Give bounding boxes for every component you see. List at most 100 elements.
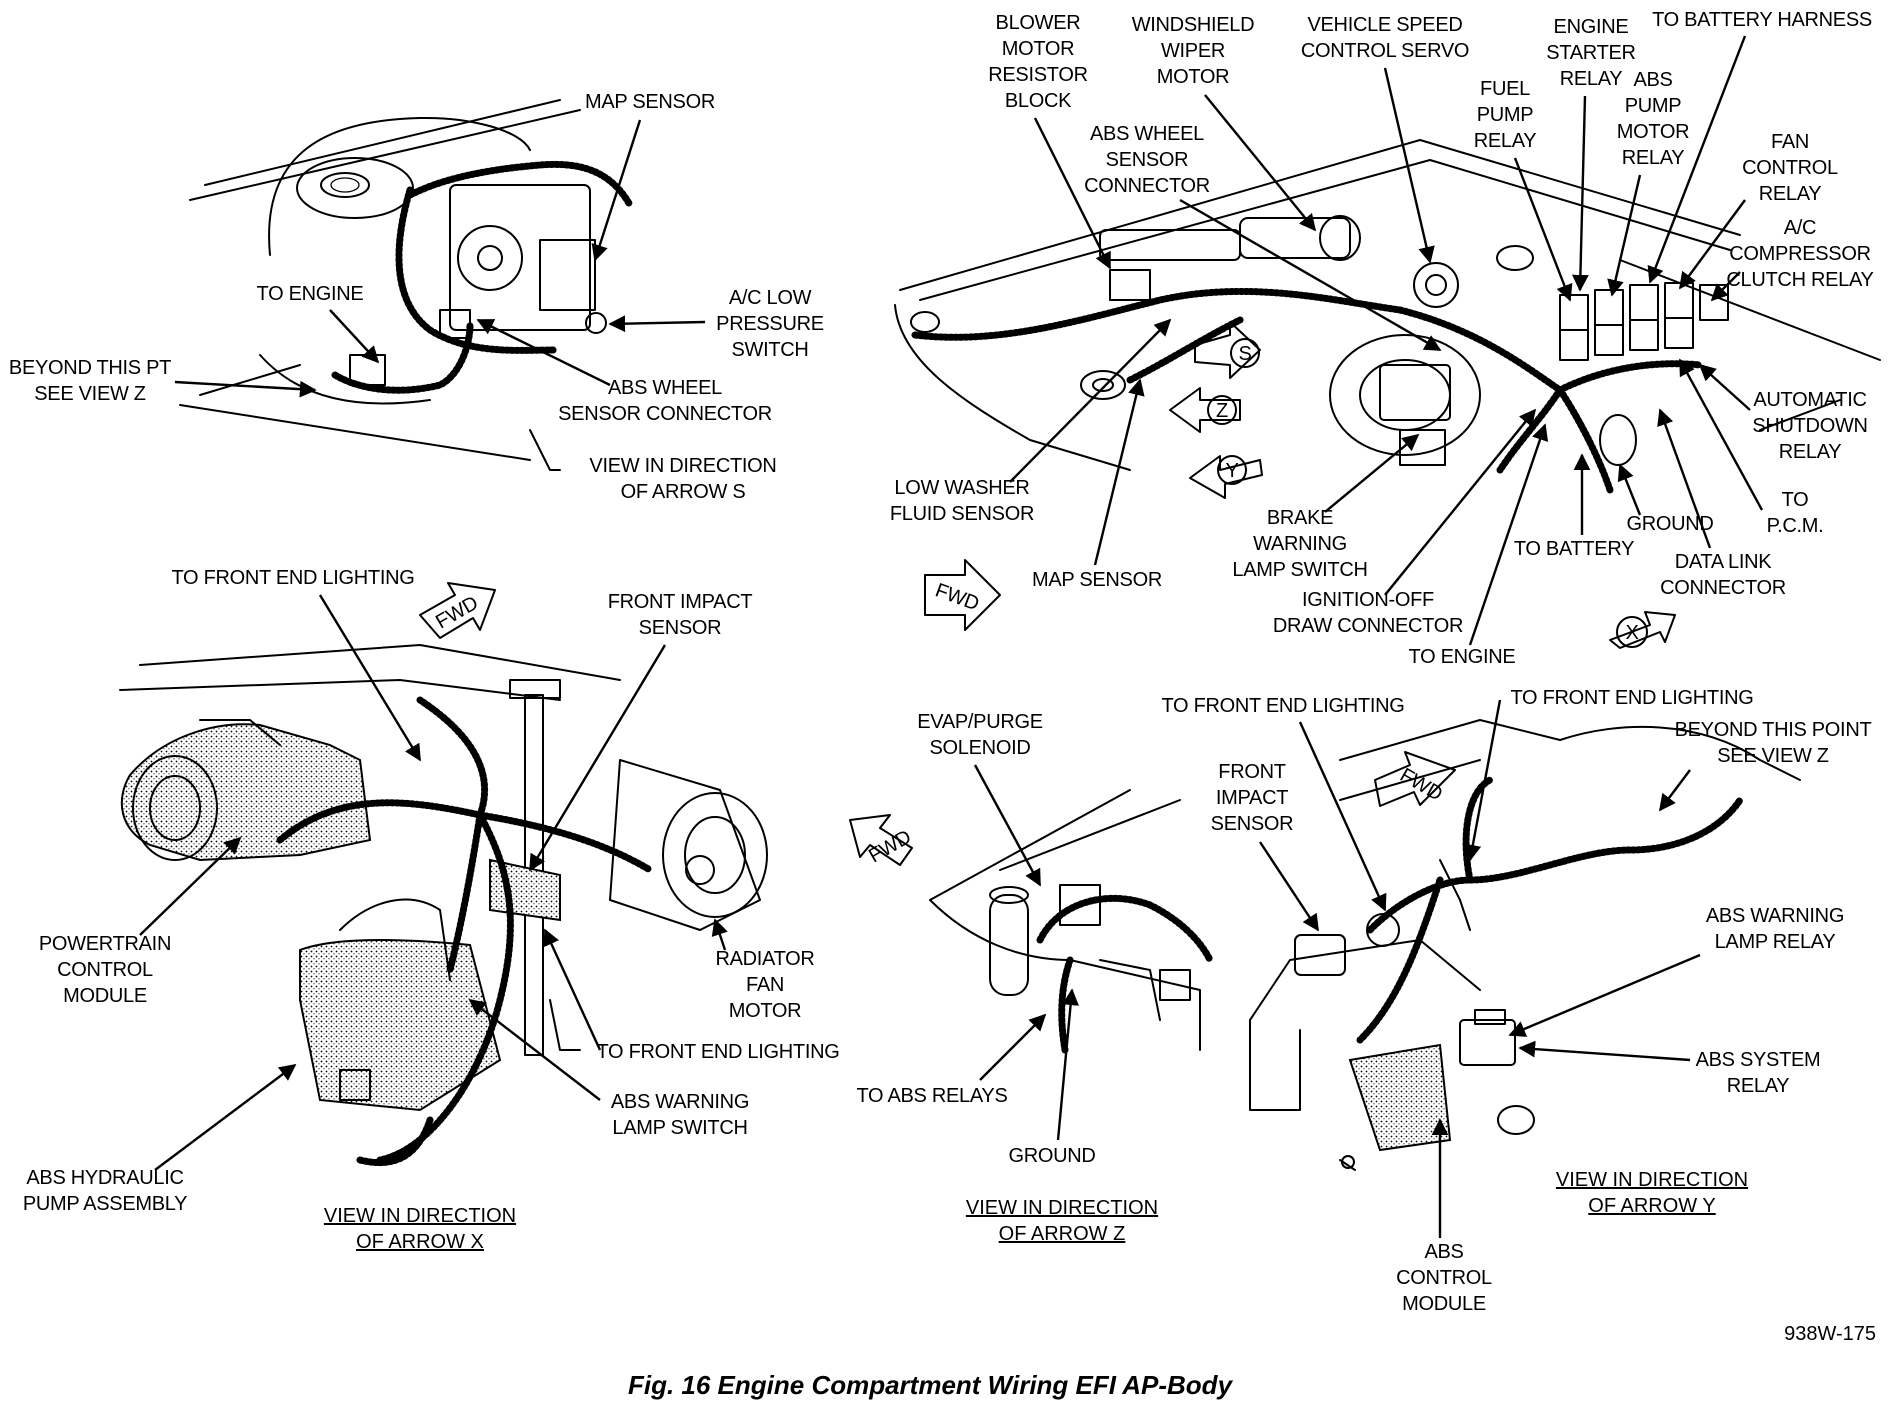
label-ac-comp-2: COMPRESSOR: [1729, 243, 1870, 265]
label-washer-1: LOW WASHER: [894, 477, 1029, 499]
label-fuel-2: PUMP: [1477, 104, 1534, 126]
label-asd-3: RELAY: [1779, 441, 1842, 463]
fwd-arrow-x: FWD: [419, 582, 496, 639]
label-abs-pump-1: ABS: [1633, 69, 1672, 91]
label-evap-1: EVAP/PURGE: [917, 711, 1043, 733]
view-y-title-1: VIEW IN DIRECTION: [1556, 1169, 1748, 1191]
label-fan-3: RELAY: [1759, 183, 1822, 205]
view-s-title-2: OF ARROW S: [621, 481, 746, 503]
label-ac-low-2: PRESSURE: [716, 313, 824, 335]
label-hyd-1: ABS HYDRAULIC: [26, 1167, 183, 1189]
label-wiper-1: WINDSHIELD: [1132, 14, 1255, 36]
label-hyd-2: PUMP ASSEMBLY: [23, 1193, 187, 1215]
fwd-arrow-main: FWD: [924, 559, 1001, 631]
label-ign-2: DRAW CONNECTOR: [1273, 615, 1463, 637]
arrow-z-badge: Z: [1169, 387, 1241, 433]
label-impact-y-3: SENSOR: [1211, 813, 1294, 835]
label-dlc-1: DATA LINK: [1675, 551, 1773, 573]
view-z-labels: EVAP/PURGE SOLENOID TO ABS RELAYS GROUND…: [857, 711, 1159, 1245]
label-ac-comp-1: A/C: [1784, 217, 1816, 239]
label-brake-2: WARNING: [1253, 533, 1347, 555]
label-abs-ctrl-1: ABS: [1424, 1241, 1463, 1263]
label-blower-1: BLOWER: [996, 12, 1081, 34]
label-abs-sys-2: RELAY: [1727, 1075, 1790, 1097]
view-z-illustration: [929, 789, 1214, 1054]
label-beyond-this-pt-2: SEE VIEW Z: [34, 383, 146, 405]
label-to-pcm-1: TO: [1782, 489, 1809, 511]
label-fan-2: CONTROL: [1742, 157, 1838, 179]
label-blower-3: RESISTOR: [988, 64, 1087, 86]
label-starter-3: RELAY: [1560, 68, 1623, 90]
label-abs-sys-1: ABS SYSTEM: [1696, 1049, 1821, 1071]
label-dlc-2: CONNECTOR: [1660, 577, 1786, 599]
label-fan-1: FAN: [1771, 131, 1809, 153]
label-rad-3: MOTOR: [729, 1000, 802, 1022]
label-blower-4: BLOCK: [1005, 90, 1072, 112]
label-speed-1: VEHICLE SPEED: [1307, 14, 1462, 36]
figure-code: 938W-175: [1784, 1323, 1876, 1345]
main-view-illustration: [894, 139, 1881, 494]
label-to-battery: TO BATTERY: [1514, 538, 1634, 560]
label-impact-y-1: FRONT: [1218, 761, 1285, 783]
label-brake-1: BRAKE: [1267, 507, 1333, 529]
label-lighting-right-y: TO FRONT END LIGHTING: [1511, 687, 1754, 709]
label-wiper-2: WIPER: [1161, 40, 1225, 62]
label-beyond-y-1: BEYOND THIS POINT: [1675, 719, 1872, 741]
arrow-z-letter: Z: [1216, 400, 1228, 422]
view-y-labels: TO FRONT END LIGHTING TO FRONT END LIGHT…: [1162, 687, 1872, 1315]
label-washer-2: FLUID SENSOR: [890, 503, 1034, 525]
main-view-labels: BLOWER MOTOR RESISTOR BLOCK WINDSHIELD W…: [890, 9, 1874, 668]
label-abs-ctrl-2: CONTROL: [1396, 1267, 1492, 1289]
label-impact-x-2: SENSOR: [639, 617, 722, 639]
label-beyond-this-pt-1: BEYOND THIS PT: [9, 357, 171, 379]
arrow-s-badge: S: [1194, 321, 1261, 379]
label-abs-lamp-x-1: ABS WARNING: [611, 1091, 749, 1113]
arrow-x-badge: X: [1609, 611, 1676, 649]
label-asd-1: AUTOMATIC: [1753, 389, 1866, 411]
label-lighting-top-x: TO FRONT END LIGHTING: [172, 567, 415, 589]
label-ign-1: IGNITION-OFF: [1302, 589, 1434, 611]
label-abs-wheel-3: CONNECTOR: [1084, 175, 1210, 197]
label-wiper-3: MOTOR: [1157, 66, 1230, 88]
view-z-title-1: VIEW IN DIRECTION: [966, 1197, 1158, 1219]
label-abs-lamp-relay-2: LAMP RELAY: [1715, 931, 1836, 953]
label-lighting-bottom-x: TO FRONT END LIGHTING: [597, 1041, 840, 1063]
label-pcm-3: MODULE: [63, 985, 147, 1007]
view-x-title-1: VIEW IN DIRECTION: [324, 1205, 516, 1227]
fwd-text-z: FWD: [865, 826, 915, 867]
label-lighting-left-y: TO FRONT END LIGHTING: [1162, 695, 1405, 717]
direction-arrows-main: S Z Y X: [1169, 321, 1676, 649]
label-starter-2: STARTER: [1546, 42, 1635, 64]
label-to-abs-relays: TO ABS RELAYS: [857, 1085, 1008, 1107]
label-to-battery-harness: TO BATTERY HARNESS: [1652, 9, 1872, 31]
arrow-x-letter: X: [1625, 622, 1638, 644]
view-y-title-2: OF ARROW Y: [1588, 1195, 1715, 1217]
view-s-title-1: VIEW IN DIRECTION: [589, 455, 776, 477]
label-ground-z: GROUND: [1008, 1145, 1095, 1167]
label-abs-wheel-1: ABS WHEEL: [1090, 123, 1204, 145]
label-impact-y-2: IMPACT: [1216, 787, 1288, 809]
view-z-title-2: OF ARROW Z: [999, 1223, 1126, 1245]
view-x-title-2: OF ARROW X: [356, 1231, 484, 1253]
label-abs-pump-3: MOTOR: [1617, 121, 1690, 143]
view-s-labels: MAP SENSOR TO ENGINE BEYOND THIS PT SEE …: [9, 91, 824, 503]
label-ground-main: GROUND: [1626, 513, 1713, 535]
label-brake-3: LAMP SWITCH: [1232, 559, 1367, 581]
label-abs-pump-4: RELAY: [1622, 147, 1685, 169]
label-ac-low-1: A/C LOW: [729, 287, 812, 309]
label-abs-wheel-s-2: SENSOR CONNECTOR: [558, 403, 772, 425]
label-impact-x-1: FRONT IMPACT: [608, 591, 753, 613]
label-rad-1: RADIATOR: [715, 948, 814, 970]
relay-cluster: [1559, 282, 1729, 361]
label-map-sensor-main: MAP SENSOR: [1032, 569, 1162, 591]
label-rad-2: FAN: [746, 974, 784, 996]
label-map-sensor-s: MAP SENSOR: [585, 91, 715, 113]
fwd-arrow-z: FWD: [849, 814, 915, 867]
label-pcm-1: POWERTRAIN: [39, 933, 171, 955]
arrow-y-letter: Y: [1225, 460, 1238, 482]
fwd-arrow-y: FWD: [1374, 751, 1456, 807]
label-starter-1: ENGINE: [1554, 16, 1629, 38]
arrow-y-badge: Y: [1189, 455, 1263, 499]
label-beyond-y-2: SEE VIEW Z: [1717, 745, 1829, 767]
